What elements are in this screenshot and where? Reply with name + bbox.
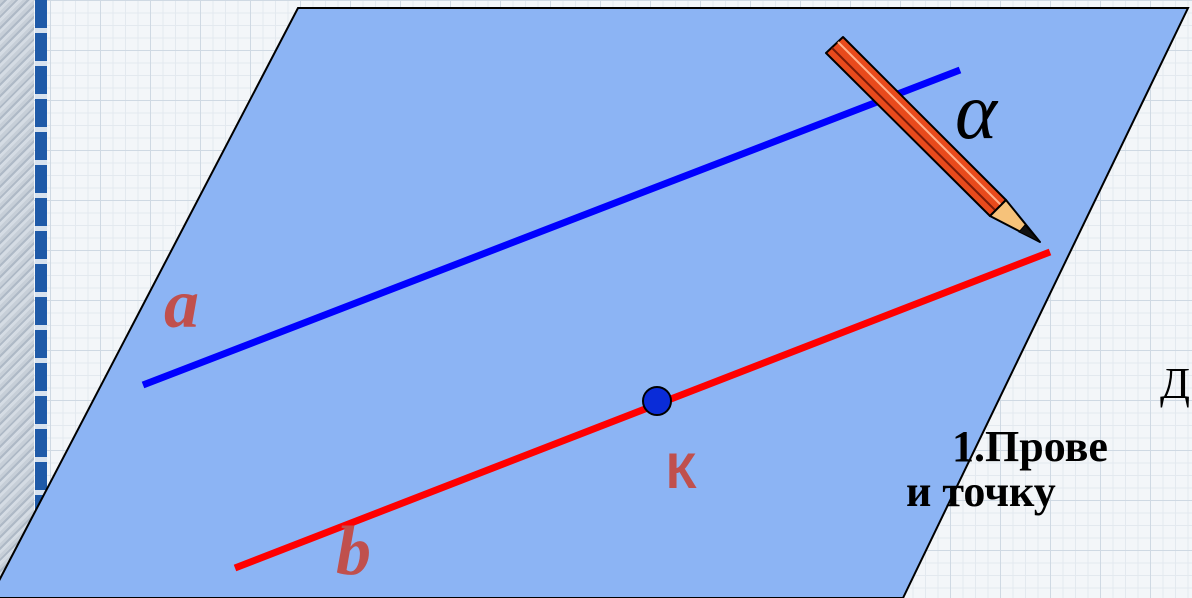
line-b xyxy=(233,248,1052,572)
point-k xyxy=(642,386,672,416)
line-a xyxy=(141,66,962,389)
plane-alpha xyxy=(0,7,1190,598)
task-step-1-continued: и точку xyxy=(906,467,1056,516)
point-k-label: К xyxy=(666,443,697,499)
decorative-left-bar xyxy=(35,0,47,598)
pencil-icon xyxy=(825,36,1041,243)
line-a-label: a xyxy=(164,266,199,343)
plane-alpha-label: α xyxy=(955,68,997,156)
task-heading: Д xyxy=(1160,359,1191,408)
task-step-1: 1.Прове xyxy=(952,422,1108,471)
decorative-left-strip xyxy=(0,0,34,598)
line-b-label: b xyxy=(336,513,371,590)
